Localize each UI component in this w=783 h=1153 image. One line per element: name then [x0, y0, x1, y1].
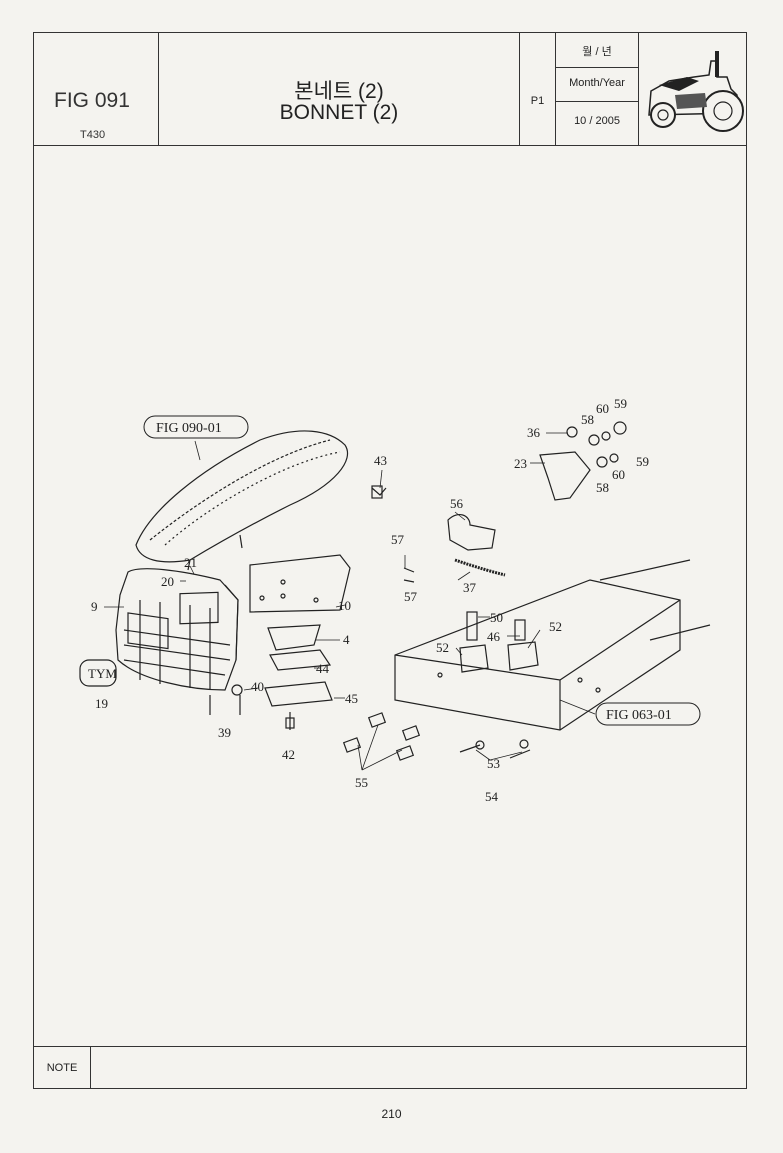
callout-53: 53 — [487, 756, 500, 771]
callout-56: 56 — [450, 496, 464, 511]
callout-42: 42 — [282, 747, 295, 762]
date-value: 10 / 2005 — [574, 115, 620, 127]
callout-37: 37 — [463, 580, 477, 595]
callout-57b: 57 — [404, 589, 418, 604]
callout-23: 23 — [514, 456, 527, 471]
callout-52b: 52 — [549, 619, 562, 634]
title-cell: 본네트 (2) BONNET (2) — [159, 33, 520, 145]
date-cell: 월 / 년 Month/Year 10 / 2005 — [556, 33, 639, 145]
figure-cell: FIG 091 T430 — [34, 33, 159, 145]
title-korean: 본네트 (2) — [294, 80, 384, 103]
callout-39: 39 — [218, 725, 231, 740]
frame-rail — [394, 559, 711, 731]
callout-44: 44 — [316, 661, 330, 676]
figure-number: FIG 091 — [54, 89, 130, 112]
note-label: NOTE — [34, 1047, 91, 1089]
callout-50: 50 — [490, 610, 503, 625]
leader-lines — [104, 432, 596, 771]
date-label-english: Month/Year — [569, 77, 625, 89]
title-block: FIG 091 T430 본네트 (2) BONNET (2) P1 월 / 년… — [34, 33, 746, 146]
date-label-korean: 월 / 년 — [582, 46, 612, 58]
ref-fig-090-01: FIG 090-01 — [156, 421, 222, 436]
latch-assembly — [403, 421, 627, 673]
callout-60b: 60 — [612, 467, 625, 482]
callout-58a: 58 — [581, 412, 594, 427]
note-row: NOTE — [34, 1046, 746, 1089]
callout-43: 43 — [374, 453, 387, 468]
mount-bracket — [249, 554, 351, 730]
ref-fig-063-01: FIG 063-01 — [606, 708, 672, 723]
bolts-lower — [342, 712, 531, 761]
callout-57a: 57 — [391, 532, 405, 547]
bolts-left — [209, 485, 387, 715]
tractor-icon-cell — [639, 33, 746, 145]
front-grille — [115, 568, 239, 691]
callout-55: 55 — [355, 775, 368, 790]
page-number: 210 — [381, 1107, 402, 1121]
callout-45: 45 — [345, 691, 358, 706]
callout-59b: 59 — [636, 454, 649, 469]
callout-20: 20 — [161, 574, 174, 589]
title-english: BONNET (2) — [279, 101, 399, 124]
callout-36: 36 — [527, 425, 541, 440]
ref-bubble-090 — [143, 415, 249, 439]
callout-58b: 58 — [596, 480, 609, 495]
tractor-icon — [648, 51, 744, 132]
callout-21: 21 — [184, 555, 197, 570]
callout-10: 10 — [338, 598, 351, 613]
callout-4: 4 — [343, 632, 350, 647]
drawing-frame: FIG 091 T430 본네트 (2) BONNET (2) P1 월 / 년… — [33, 32, 747, 1089]
callout-60a: 60 — [596, 401, 609, 416]
page-code: P1 — [530, 95, 545, 107]
bonnet-shell — [135, 430, 349, 571]
callout-9: 9 — [91, 599, 98, 614]
callout-59a: 59 — [614, 396, 627, 411]
page-code-cell: P1 — [520, 33, 556, 145]
callout-46: 46 — [487, 629, 501, 644]
callout-19: 19 — [95, 696, 108, 711]
emblem-badge — [79, 659, 117, 687]
ref-bubble-063 — [595, 702, 701, 726]
callout-52a: 52 — [436, 640, 449, 655]
callout-40: 40 — [251, 679, 264, 694]
model-code: T430 — [80, 129, 106, 141]
callout-54: 54 — [485, 789, 499, 804]
emblem-text: TYM — [88, 666, 117, 681]
